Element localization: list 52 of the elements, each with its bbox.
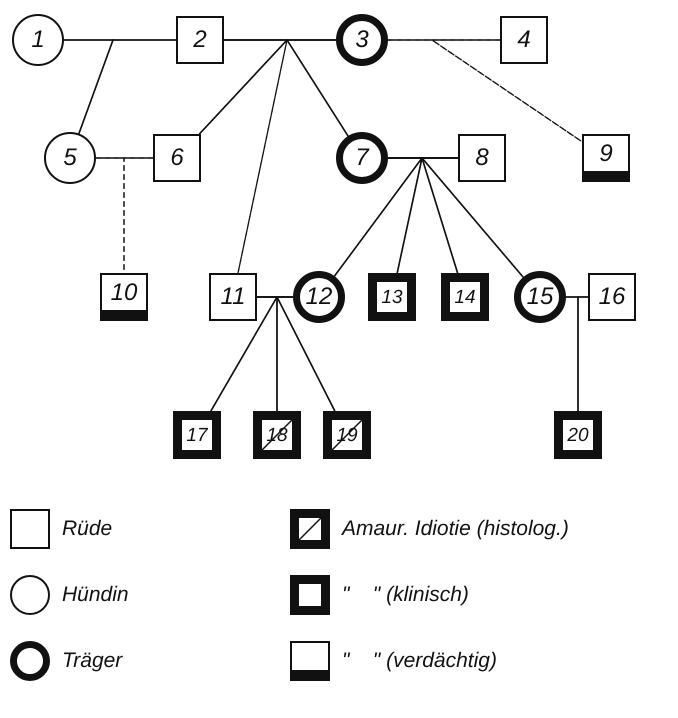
node-number: 5	[63, 146, 77, 170]
suspected-square	[582, 134, 630, 182]
pedigree-line	[78, 39, 176, 134]
male-square	[588, 273, 636, 321]
legend-label: " " (verdächtig)	[342, 649, 497, 673]
node-number: 11	[220, 285, 246, 309]
suspected-square	[100, 273, 148, 321]
node-number: 6	[170, 146, 184, 170]
pedigree-line	[388, 39, 582, 142]
male-square	[500, 16, 548, 64]
legend-label: Träger	[62, 649, 122, 673]
pedigree-line	[577, 296, 588, 411]
legend-label: Rüde	[62, 517, 112, 541]
pedigree-line	[430, 39, 582, 142]
pedigree-line	[96, 157, 125, 273]
male-square	[176, 16, 224, 64]
node-number: 15	[526, 285, 554, 309]
affected-square	[368, 273, 416, 321]
node-number: 2	[193, 28, 207, 52]
node-number: 13	[381, 288, 403, 306]
node-number: 8	[475, 146, 489, 170]
node-number: 20	[567, 426, 589, 444]
node-number: 9	[599, 142, 613, 166]
pedigree-line	[388, 39, 500, 41]
female-circle	[12, 14, 64, 66]
affected-square	[441, 273, 489, 321]
carrier-circle	[336, 14, 388, 66]
node-number: 16	[598, 285, 626, 309]
node-number: 3	[355, 28, 369, 52]
node-number: 7	[355, 146, 369, 170]
node-number: 12	[306, 285, 332, 309]
pedigree-line	[286, 39, 349, 136]
affected-square	[554, 411, 602, 459]
legend-label: Hündin	[62, 583, 129, 607]
pedigree-line	[420, 157, 458, 274]
pedigree-line	[96, 157, 153, 159]
node-number: 17	[186, 426, 208, 444]
node-number: 1	[31, 28, 45, 52]
female-circle	[44, 132, 96, 184]
affected-square	[173, 411, 221, 459]
carrier-circle	[336, 132, 388, 184]
node-number: 14	[454, 288, 476, 306]
male-square	[153, 134, 201, 182]
node-number: 4	[517, 28, 531, 52]
carrier-circle	[293, 271, 345, 323]
legend-label: " " (klinisch)	[342, 583, 469, 607]
legend-label: Amaur. Idiotie (histolog.)	[342, 517, 569, 541]
male-square	[458, 134, 506, 182]
pedigree-line	[276, 296, 336, 412]
male-square	[209, 273, 257, 321]
carrier-circle	[514, 271, 566, 323]
node-number: 10	[110, 280, 138, 304]
